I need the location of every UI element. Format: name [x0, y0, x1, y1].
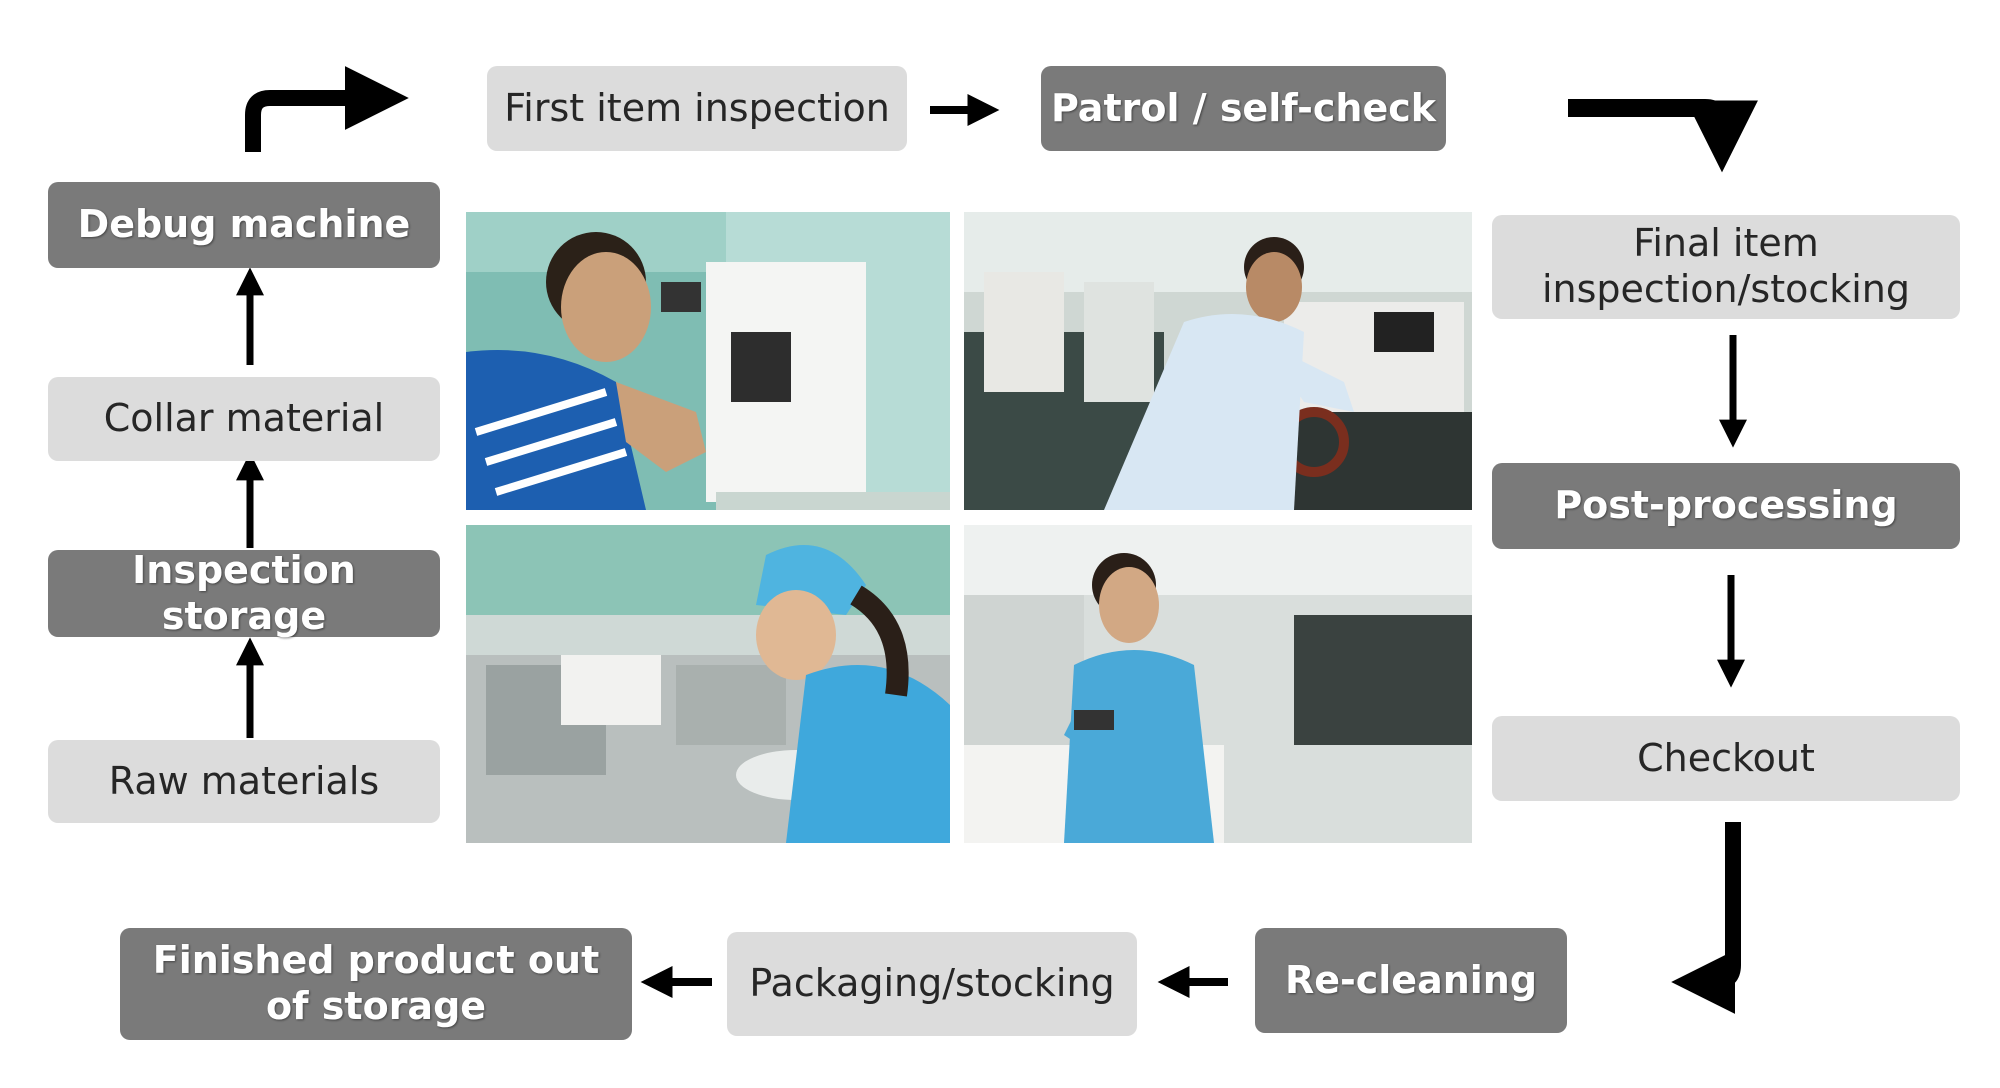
step-label: Patrol / self-check: [1050, 85, 1437, 130]
step-packaging-stocking: Packaging/stocking: [727, 932, 1137, 1036]
step-collar-material: Collar material: [48, 377, 440, 461]
photo-cleanroom-worker: [466, 525, 950, 843]
step-final-item-inspection: Final item inspection/stocking: [1492, 215, 1960, 319]
step-label: Post-processing: [1554, 483, 1898, 528]
step-first-item-inspection: First item inspection: [487, 66, 907, 151]
photo-microscope-inspection: [466, 212, 950, 510]
step-label: Finished product out of storage: [152, 938, 600, 1028]
arrow-patrol-to-final: [1568, 99, 1758, 173]
step-label: Collar material: [103, 396, 385, 441]
arrow-debug-to-first: [245, 66, 409, 152]
step-re-cleaning: Re-cleaning: [1255, 928, 1567, 1033]
step-patrol-self-check: Patrol / self-check: [1041, 66, 1446, 151]
step-raw-materials: Raw materials: [48, 740, 440, 823]
arrow-checkout-to-recleaning: [1671, 822, 1741, 1014]
step-label: Debug machine: [77, 202, 411, 247]
step-label: Checkout: [1637, 735, 1815, 780]
photo-machine-operator: [964, 212, 1472, 510]
step-label: Raw materials: [108, 758, 380, 803]
step-label: First item inspection: [504, 85, 890, 130]
step-checkout: Checkout: [1492, 716, 1960, 801]
step-inspection-storage: Inspection storage: [48, 547, 440, 638]
step-label: Inspection storage: [132, 547, 356, 638]
step-label: Re-cleaning: [1284, 957, 1538, 1002]
step-label: Packaging/stocking: [749, 961, 1115, 1006]
step-finished-product: Finished product out of storage: [120, 928, 632, 1040]
step-label: Final item inspection/stocking: [1541, 221, 1911, 311]
photo-workshop-inspector: [964, 525, 1472, 843]
step-debug-machine: Debug machine: [48, 182, 440, 268]
step-post-processing: Post-processing: [1492, 463, 1960, 549]
